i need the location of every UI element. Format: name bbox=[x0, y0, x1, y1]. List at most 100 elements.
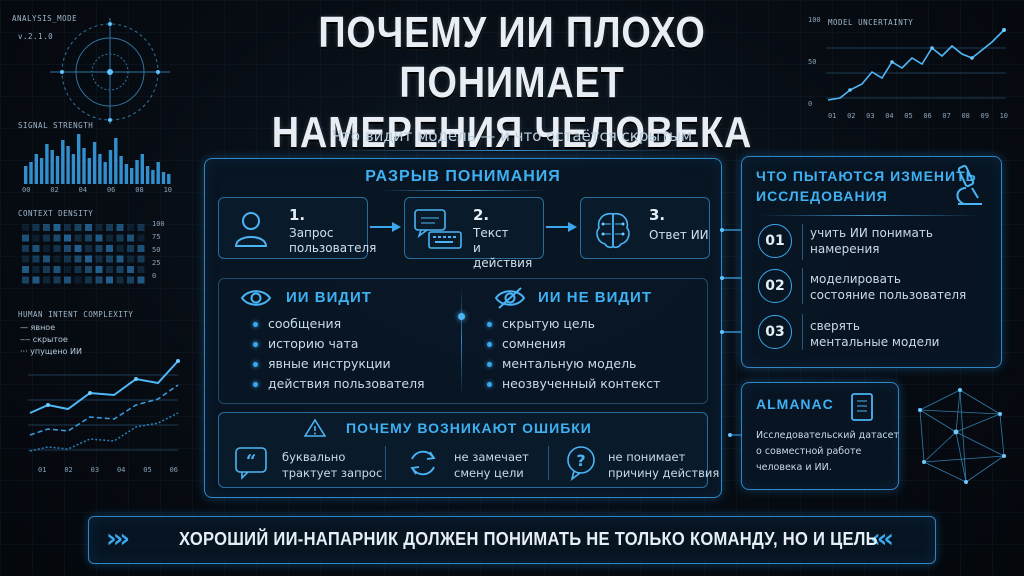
density-cell bbox=[95, 245, 103, 252]
tick: 25 bbox=[152, 259, 161, 267]
warning-icon bbox=[304, 418, 326, 437]
density-cell bbox=[43, 224, 50, 231]
density-cell bbox=[64, 245, 71, 252]
signal-bar bbox=[45, 144, 49, 184]
separator bbox=[548, 446, 549, 480]
density-cell bbox=[32, 255, 40, 263]
density-cell bbox=[22, 224, 29, 231]
density-y-ticks: 100 75 50 25 0 bbox=[152, 220, 165, 280]
signal-bar bbox=[71, 154, 76, 184]
density-cell bbox=[106, 255, 113, 263]
tick: 0 bbox=[808, 100, 813, 108]
legend-item: ‒‒ скрытое bbox=[20, 335, 68, 344]
tick: 06 bbox=[169, 466, 178, 474]
density-cell bbox=[95, 255, 103, 263]
human-legend: — явное ‒‒ скрытое ··· упущено ИИ bbox=[20, 322, 82, 358]
signal-bar bbox=[108, 150, 113, 184]
density-cell bbox=[116, 266, 124, 273]
network-globe-icon bbox=[918, 388, 1006, 484]
tick: 10 bbox=[163, 186, 172, 194]
user-icon bbox=[234, 212, 268, 247]
signal-bar bbox=[145, 166, 150, 184]
signal-bar bbox=[50, 150, 54, 184]
signal-bar bbox=[24, 166, 28, 184]
eye-off-icon bbox=[494, 287, 526, 309]
density-cell bbox=[43, 255, 50, 263]
errors-title: ПОЧЕМУ ВОЗНИКАЮТ ОШИБКИ bbox=[346, 420, 592, 436]
tick: 06 bbox=[106, 186, 116, 194]
density-cell bbox=[64, 276, 71, 284]
density-cell bbox=[95, 276, 103, 284]
density-cell bbox=[137, 245, 145, 252]
divider-dot bbox=[458, 313, 465, 320]
step-card-ai-answer: 3. Ответ ИИ bbox=[580, 197, 710, 259]
signal-bar bbox=[119, 156, 123, 184]
density-cell bbox=[106, 224, 113, 231]
density-cell bbox=[74, 276, 82, 284]
density-cell bbox=[137, 255, 145, 263]
step-number: 1. bbox=[289, 206, 306, 224]
signal-bar bbox=[34, 154, 38, 184]
sees-comparison bbox=[218, 278, 708, 404]
separator bbox=[802, 268, 803, 304]
signal-bar bbox=[92, 142, 97, 184]
tick: 01 bbox=[828, 112, 837, 120]
not-sees-title: ИИ НЕ ВИДИТ bbox=[538, 289, 652, 306]
density-cell bbox=[22, 276, 29, 284]
research-divider bbox=[760, 215, 980, 216]
brain-chip-icon bbox=[596, 212, 630, 249]
density-cell bbox=[53, 266, 61, 273]
tick: 05 bbox=[143, 466, 152, 474]
density-cell bbox=[32, 276, 40, 284]
list-item: ментальную модель bbox=[478, 354, 660, 374]
tick: 09 bbox=[980, 112, 989, 120]
density-cell bbox=[53, 255, 61, 263]
legend-item: — явное bbox=[20, 323, 56, 332]
list-item: скрытую цель bbox=[478, 314, 660, 334]
tick: 03 bbox=[866, 112, 875, 120]
unc-y-ticks: 100 50 0 bbox=[808, 16, 821, 108]
list-item: сомнения bbox=[478, 334, 660, 354]
density-cell bbox=[85, 255, 92, 263]
list-item: историю чата bbox=[244, 334, 425, 354]
tick: 03 bbox=[90, 466, 100, 474]
tick: 100 bbox=[152, 220, 165, 228]
density-cell bbox=[32, 266, 40, 273]
density-cell bbox=[74, 266, 82, 273]
signal-bar bbox=[161, 172, 166, 184]
density-cell bbox=[85, 245, 92, 252]
tick: 75 bbox=[152, 233, 161, 241]
density-cell bbox=[116, 224, 124, 231]
signal-bar bbox=[114, 138, 118, 184]
gap-title: РАЗРЫВ ПОНИМАНИЯ bbox=[365, 168, 561, 185]
density-cell bbox=[64, 266, 71, 273]
quote-icon: “ bbox=[235, 447, 267, 480]
density-cell bbox=[116, 245, 124, 252]
unc-x-ticks: 01 02 03 04 05 06 07 08 09 10 bbox=[828, 112, 1008, 120]
signal-bar bbox=[156, 162, 160, 184]
density-cell bbox=[43, 276, 50, 284]
list-item: явные инструкции bbox=[244, 354, 425, 374]
signal-bar bbox=[135, 160, 139, 184]
question-icon: ? bbox=[567, 446, 595, 481]
separator bbox=[385, 446, 386, 480]
density-cell bbox=[85, 266, 92, 273]
density-cell bbox=[32, 224, 40, 231]
density-cell bbox=[53, 276, 61, 284]
density-cell bbox=[95, 224, 103, 231]
density-cell bbox=[127, 245, 134, 252]
signal-bar bbox=[103, 162, 107, 184]
step-number: 2. bbox=[473, 206, 490, 224]
density-cell bbox=[53, 224, 61, 231]
density-cell bbox=[106, 266, 113, 273]
tick: 50 bbox=[808, 58, 817, 66]
signal-bar bbox=[39, 158, 44, 184]
density-cell bbox=[64, 234, 71, 242]
density-cell bbox=[43, 245, 50, 252]
